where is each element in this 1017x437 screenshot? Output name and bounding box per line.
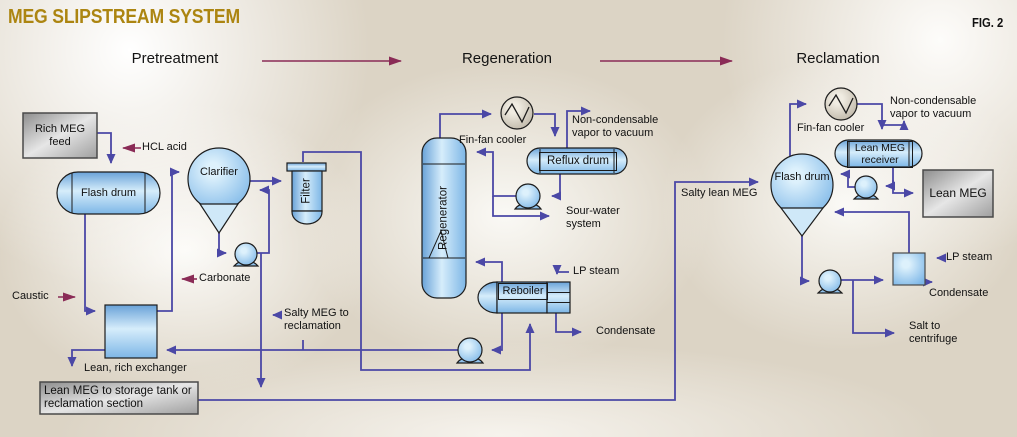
regenerator-label: Regenerator [437, 186, 450, 250]
reboiler-label: Reboiler [498, 283, 548, 300]
pump-icon [818, 269, 842, 293]
pump-icon [854, 175, 878, 199]
sour-water-system-label: Sour-water system [566, 205, 620, 230]
lean-rich-exchanger-label: Lean, rich exchanger [84, 362, 187, 374]
flash-drum-vessel [56, 171, 161, 215]
reflux-drum-vessel [526, 147, 628, 175]
clarifier-cone [198, 203, 240, 235]
equipment [22, 87, 994, 415]
clarifier-vessel [187, 147, 251, 211]
section-header-reclamation: Reclamation [796, 50, 880, 67]
lean-meg-product-label: Lean MEG [929, 185, 987, 200]
condensate-label: Condensate [929, 287, 989, 299]
lean-meg-receiver-label: Lean MEG receiver [847, 141, 913, 168]
rich-meg-feed-label: Rich MEG feed [34, 122, 86, 148]
hcl-acid-label: HCL acid [142, 141, 187, 153]
packing-chevron [428, 229, 449, 259]
non-condensable-label: Non-condensable vapor to vacuum [572, 114, 659, 139]
lean-rich-exchanger-vessel [104, 304, 158, 359]
reboiler-dome [477, 281, 498, 314]
caustic-label: Caustic [12, 290, 49, 302]
non-condensable-label: Non-condensable vapor to vacuum [890, 95, 977, 120]
filter-flange [286, 162, 327, 172]
lp-steam-label: LP steam [573, 265, 620, 277]
pump-icon [515, 183, 541, 209]
reflux-drum-label: Reflux drum [539, 152, 617, 171]
section-header-pretreatment: Pretreatment [131, 50, 219, 67]
clarifier-label: Clarifier [200, 166, 238, 178]
figure-label: FIG. 2 [972, 16, 1004, 30]
filter-vessel [291, 170, 323, 212]
reboiler-vessel [496, 281, 548, 314]
rich-meg-feed-box [22, 112, 98, 159]
salt-heater-vessel [892, 252, 926, 286]
fin-fan-cooler-label: Fin-fan cooler [459, 134, 527, 146]
pump-icon [234, 242, 258, 266]
salty-lean-meg-label: Salty lean MEG [681, 187, 758, 199]
filter-label: Filter [300, 178, 313, 204]
reboiler-channel [546, 281, 571, 314]
section-header-regeneration: Regeneration [461, 50, 553, 67]
condensate-label: Condensate [596, 325, 656, 337]
lean-meg-storage-label: Lean MEG to storage tank or reclamation … [44, 385, 192, 411]
filter-dome [291, 210, 323, 225]
lean-meg-product-box [922, 169, 994, 218]
flash-drum-label: Flash drum [80, 186, 137, 199]
callout-arrows [58, 56, 733, 302]
process-lines [67, 99, 946, 401]
lean-meg-storage-box [39, 381, 199, 415]
salt-to-centrifuge-label: Salt to centrifuge [909, 320, 958, 345]
pump-icon [457, 337, 483, 363]
fin-fan-cooler-label: Fin-fan cooler [797, 122, 865, 134]
reclamation-flash-drum-label: Flash drum [774, 171, 830, 183]
reclamation-flash-drum-vessel [770, 153, 834, 217]
salty-meg-to-reclamation-label: Salty MEG to reclamation [284, 307, 349, 332]
page-title: MEG SLIPSTREAM SYSTEM [8, 6, 240, 28]
carbonate-label: Carbonate [199, 272, 251, 284]
lp-steam-label: LP steam [946, 251, 993, 263]
flash-drum-cone [779, 207, 825, 237]
